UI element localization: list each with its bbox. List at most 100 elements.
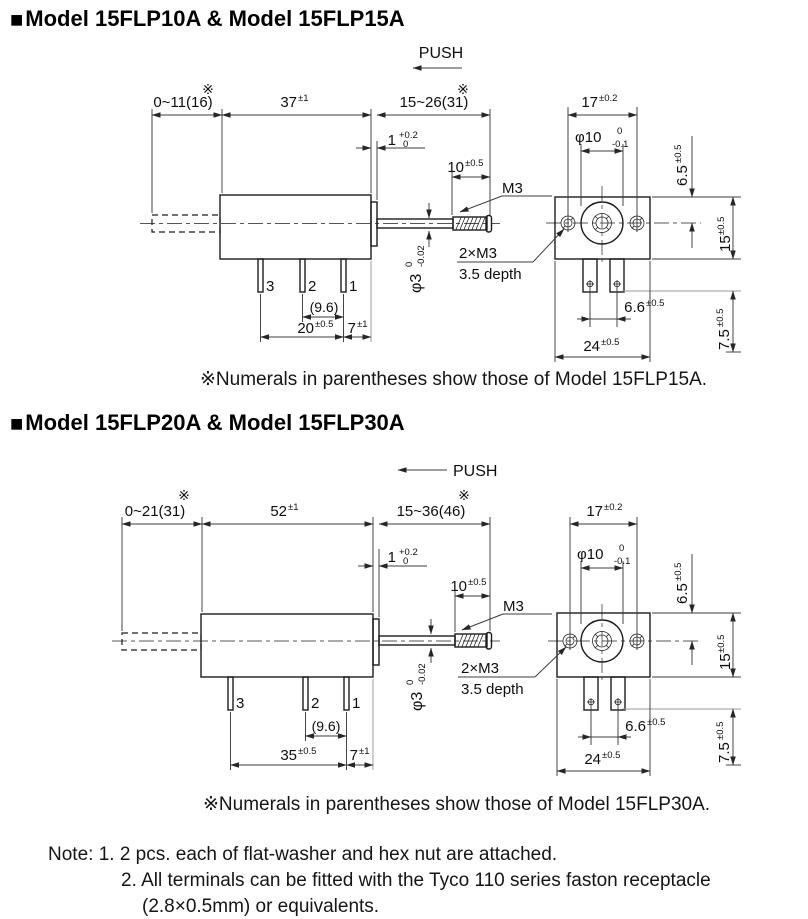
dim-pin-span-tol: ±0.5 <box>315 319 333 330</box>
shaft-tip <box>485 214 493 233</box>
front-collar <box>370 201 378 247</box>
dim-shaft-dia: φ3 0 -0.02 <box>405 663 428 711</box>
threaded-section <box>454 633 488 648</box>
svg-text:-0.02: -0.02 <box>416 245 427 267</box>
dim-collar-lo: 0 <box>403 139 408 150</box>
terminal-2-label: 2 <box>311 695 319 712</box>
svg-text:0: 0 <box>404 262 415 267</box>
svg-text:±0.5: ±0.5 <box>715 309 726 327</box>
dim-face-width-tol: ±0.2 <box>604 502 622 513</box>
dim-pin-offset-tol: ±1 <box>357 319 368 330</box>
section1-footnote: ※Numerals in parentheses show those of M… <box>200 369 708 390</box>
dimension-lines <box>151 65 741 362</box>
dim-pin-offset-tol: ±1 <box>359 746 370 757</box>
thread-size-label: M3 <box>503 598 524 615</box>
dim-pin-offset: 7 <box>348 320 356 337</box>
end-view-body <box>554 196 651 260</box>
terminal-hole-cross <box>586 280 621 288</box>
dimension-labels: PUSH ※ ※ 0~21(31) 52 ±1 15~36(46) 1 +0.2… <box>125 463 734 768</box>
svg-text:±0.5: ±0.5 <box>716 217 727 235</box>
dim-body-width: 24 <box>584 751 601 768</box>
section1-title-text: Model 15FLP10A & Model 15FLP15A <box>25 6 405 31</box>
dim-body-height: 15 ±0.5 <box>716 217 734 252</box>
dim-terminal-length: 7.5 ±0.5 <box>715 309 733 350</box>
terminal-3 <box>257 258 264 293</box>
ref-mark: ※ <box>457 81 469 97</box>
dim-pin-pitch: (9.6) <box>310 299 339 315</box>
title-bullet-icon: ■ <box>10 7 24 32</box>
dim-collar-hi: +0.2 <box>399 547 418 558</box>
dim-body-length: 52 <box>270 503 287 520</box>
dim-pin-span: 20 <box>297 320 314 337</box>
svg-text:±0.5: ±0.5 <box>715 722 726 740</box>
svg-text:15: 15 <box>717 653 734 670</box>
note-text-2: 2. All terminals can be fitted with the … <box>121 870 711 891</box>
svg-text:7.5: 7.5 <box>716 329 733 350</box>
svg-text:7.5: 7.5 <box>716 742 733 763</box>
terminal-1-label: 1 <box>349 278 357 295</box>
dim-boss-dia-hi: 0 <box>617 126 622 137</box>
terminal-1 <box>343 676 350 711</box>
dim-pin-offset: 7 <box>350 747 358 764</box>
shaft <box>378 635 456 646</box>
center-bush-inner <box>595 216 609 230</box>
dim-collar: 1 <box>388 132 396 149</box>
dim-pin-span: 35 <box>280 747 297 764</box>
note-line-2: 2. All terminals can be fitted with the … <box>121 870 711 892</box>
dim-travel-right: 15~36(46) <box>397 503 466 520</box>
dim-boss-dia-hi: 0 <box>619 543 624 554</box>
dim-boss-dia: φ10 <box>577 546 603 563</box>
shaft-tip <box>485 631 493 650</box>
dim-terminal-pitch-tol: ±0.5 <box>647 717 665 728</box>
dim-pin-span-tol: ±0.5 <box>298 746 316 757</box>
dim-thread-length: 10 <box>447 159 464 176</box>
push-label: PUSH <box>419 45 463 62</box>
side-holes-note-1: 2×M3 <box>459 245 497 262</box>
dim-thread-length-tol: ±0.5 <box>468 577 486 588</box>
center-bush-outer <box>592 213 612 233</box>
side-hole-hatch <box>564 635 643 647</box>
section2-footnote: ※Numerals in parentheses show those of M… <box>203 794 711 815</box>
side-holes-note-2: 3.5 depth <box>459 266 522 283</box>
diagram-15flp10a-15flp15a: PUSH ※ ※ 0~11(16) 37 ±1 15~26(31) 1 +0.2… <box>140 45 741 362</box>
front-collar <box>372 618 380 666</box>
svg-text:φ3: φ3 <box>408 274 425 293</box>
section2-title: ■Model 15FLP20A & Model 15FLP30A <box>10 410 405 436</box>
mounting-boss-circle <box>580 619 624 663</box>
svg-text:0: 0 <box>405 680 416 685</box>
side-holes-note-1: 2×M3 <box>461 660 499 677</box>
push-label: PUSH <box>453 463 497 480</box>
dim-thread-length: 10 <box>450 578 467 595</box>
dim-boss-dia: φ10 <box>575 129 601 146</box>
dim-boss-dia-lo: -0.1 <box>614 556 630 567</box>
terminal-2 <box>302 676 309 711</box>
dimension-lines <box>121 467 741 776</box>
center-bush-outer <box>592 631 612 651</box>
terminal-1 <box>340 258 347 293</box>
end-view <box>548 604 701 711</box>
dim-face-width: 17 <box>581 94 598 111</box>
terminal-3 <box>227 676 234 711</box>
terminal-3-label: 3 <box>236 695 244 712</box>
dim-pin-pitch: (9.6) <box>312 718 341 734</box>
dim-shaft-dia: φ3 0 -0.02 <box>404 245 427 293</box>
dimension-labels: PUSH ※ ※ 0~11(16) 37 ±1 15~26(31) 1 +0.2… <box>153 45 734 355</box>
retracted-shaft-dashed <box>121 632 202 651</box>
svg-text:±0.5: ±0.5 <box>716 635 727 653</box>
side-holes-note-2: 3.5 depth <box>461 681 524 698</box>
dim-body-length-tol: ±1 <box>298 93 309 104</box>
section2-title-text: Model 15FLP20A & Model 15FLP30A <box>25 410 405 435</box>
dim-body-width: 24 <box>583 338 600 355</box>
side-view <box>140 194 500 293</box>
dim-travel-right: 15~26(31) <box>400 94 469 111</box>
dim-body-length: 37 <box>280 94 297 111</box>
threaded-section <box>452 216 488 231</box>
svg-text:φ3: φ3 <box>409 692 426 711</box>
center-bush-hatch <box>594 633 610 649</box>
end-view-body <box>556 612 651 678</box>
svg-text:±0.5: ±0.5 <box>673 145 684 163</box>
potentiometer-body <box>200 613 374 678</box>
note-label: Note: <box>48 844 94 865</box>
svg-text:±0.5: ±0.5 <box>673 563 684 581</box>
svg-text:6.5: 6.5 <box>674 583 691 604</box>
